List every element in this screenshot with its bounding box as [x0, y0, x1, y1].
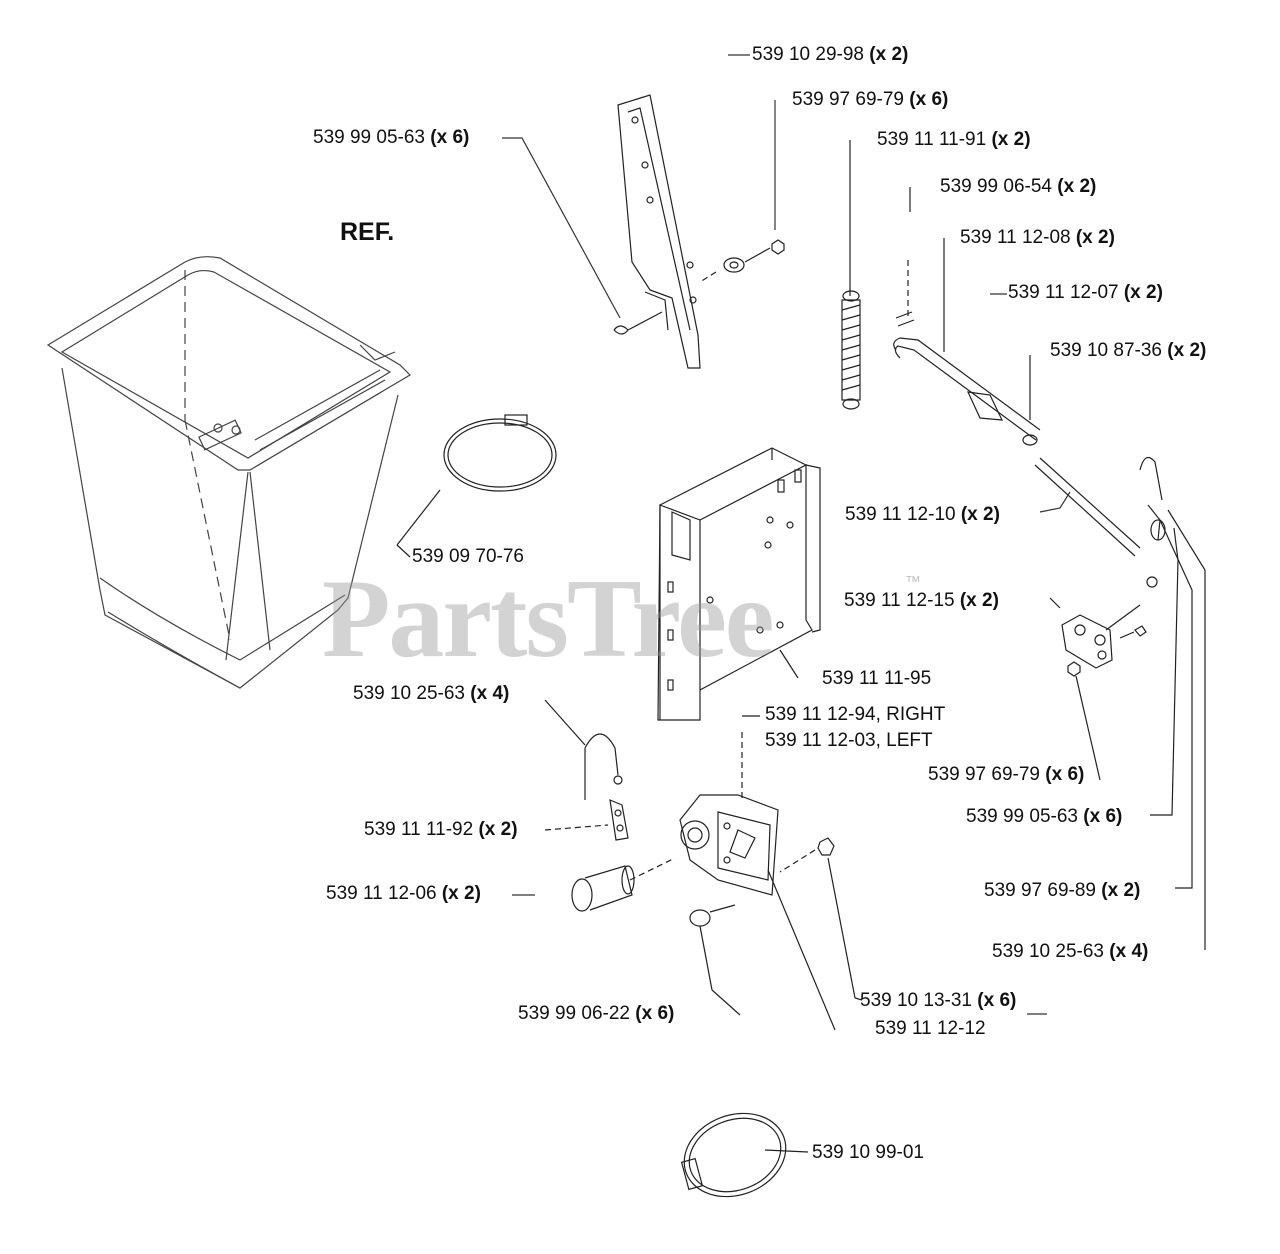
hose-clamp-large-drawing — [680, 1112, 809, 1198]
trademark-symbol: ™ — [905, 574, 921, 591]
part-label-p24[interactable]: 539 11 12-12 — [875, 1018, 986, 1039]
pivot-shaft-drawing — [571, 857, 676, 912]
part-label-p21[interactable]: 539 10 25-63 (x 4) — [992, 941, 1149, 962]
part-label-p10[interactable]: 539 11 12-10 (x 2) — [845, 504, 1000, 525]
ref-label: REF. — [340, 218, 395, 246]
part-label-p9[interactable]: 539 09 70-76 — [412, 546, 524, 567]
part-label-p11[interactable]: 539 11 12-15 (x 2) — [844, 590, 999, 611]
part-label-p15[interactable]: 539 11 12-03, LEFT — [765, 730, 933, 751]
part-label-p18[interactable]: 539 99 05-63 (x 6) — [966, 806, 1123, 827]
part-label-p6[interactable]: 539 11 12-08 (x 2) — [960, 227, 1115, 248]
part-label-p3[interactable]: 539 99 05-63 (x 6) — [313, 127, 470, 148]
bolt-nut-drawing — [689, 837, 863, 1016]
grass-bag-drawing — [46, 256, 411, 689]
part-label-p22[interactable]: 539 10 13-31 (x 6) — [860, 990, 1017, 1011]
part-label-p19[interactable]: 539 11 12-06 (x 2) — [326, 883, 481, 904]
part-label-p8[interactable]: 539 10 87-36 (x 2) — [1050, 340, 1207, 361]
part-label-p23[interactable]: 539 99 06-22 (x 6) — [518, 1003, 675, 1024]
part-label-p13[interactable]: 539 10 25-63 (x 4) — [353, 683, 510, 704]
bracket-drawing — [613, 94, 785, 369]
part-label-p17[interactable]: 539 11 11-92 (x 2) — [364, 819, 518, 840]
part-label-p7[interactable]: 539 11 12-07 (x 2) — [1008, 282, 1163, 303]
pivot-bracket-drawing — [679, 715, 836, 1031]
hitch-pin-drawing — [544, 699, 629, 841]
part-label-p20[interactable]: 539 97 69-89 (x 2) — [984, 880, 1141, 901]
part-label-p5[interactable]: 539 99 06-54 (x 2) — [940, 176, 1097, 197]
part-label-p1[interactable]: 539 10 29-98 (x 2) — [752, 44, 909, 65]
part-label-p16[interactable]: 539 97 69-79 (x 6) — [928, 764, 1085, 785]
part-label-p12[interactable]: 539 11 11-95 — [822, 668, 932, 689]
part-label-p14[interactable]: 539 11 12-94, RIGHT — [765, 704, 946, 725]
hose-clamp-small-drawing — [396, 414, 557, 558]
part-label-p2[interactable]: 539 97 69-79 (x 6) — [792, 89, 949, 110]
link-plate-drawing — [1049, 597, 1147, 781]
watermark: PartsTree — [322, 557, 775, 681]
lever-pin-drawing — [1139, 456, 1206, 950]
side-plate-drawing — [657, 447, 821, 721]
lift-rod-drawing — [893, 187, 1141, 557]
spring-drawing — [841, 140, 861, 410]
leader-lines — [502, 54, 1071, 1015]
part-label-p25[interactable]: 539 10 99-01 — [812, 1142, 924, 1163]
part-label-p4[interactable]: 539 11 11-91 (x 2) — [877, 129, 1031, 150]
